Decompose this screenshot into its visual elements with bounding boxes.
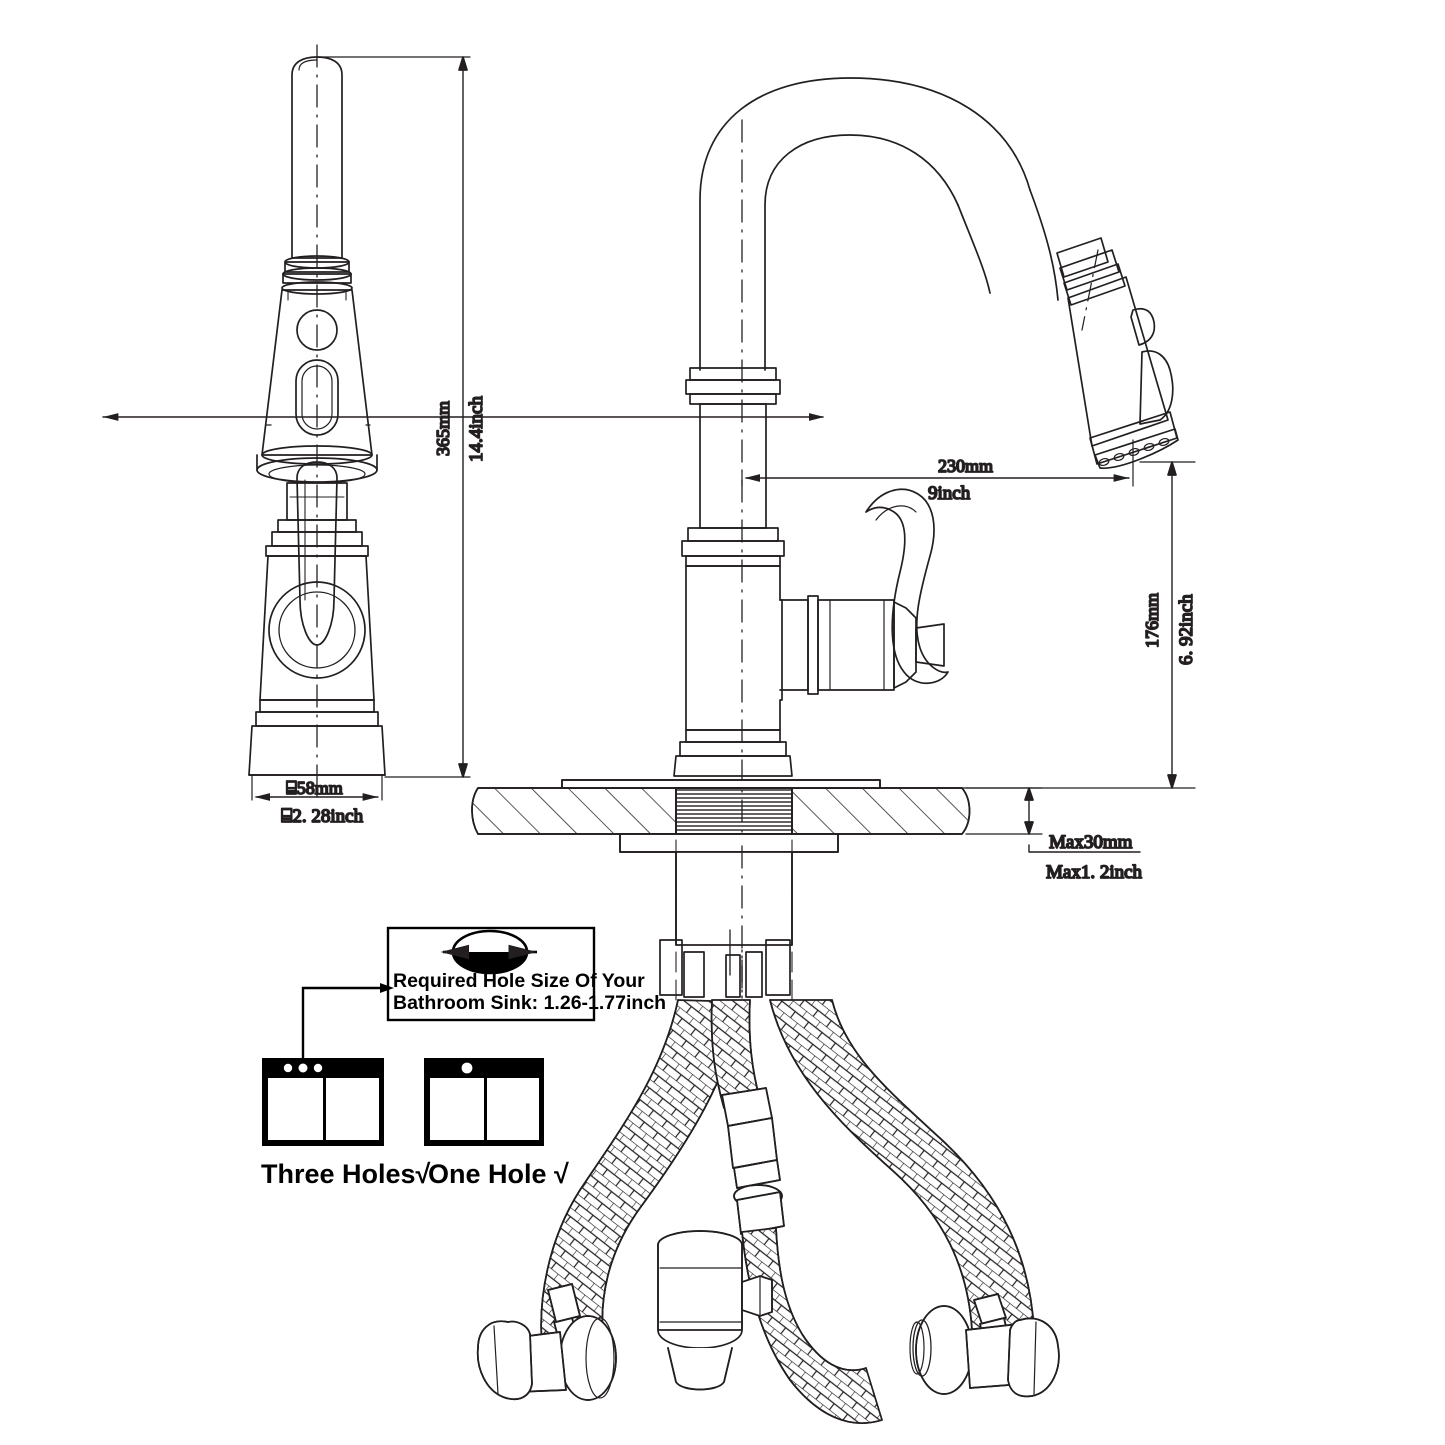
- dim-overall-height: 365mm 14.4inch: [102, 56, 825, 778]
- one-hole-label: One Hole √: [428, 1159, 569, 1189]
- dim-spout-reach: 230mm 9inch: [741, 439, 1134, 505]
- quick-connect-coupling: [721, 1087, 785, 1235]
- angle-stop-valve-left: [476, 1283, 617, 1401]
- dim-height-inch: 14.4inch: [466, 396, 487, 462]
- sink-hole-ellipse-icon: [440, 929, 537, 975]
- dim-spout-height: 176mm 6. 92inch: [961, 461, 1198, 789]
- dim-reach-mm: 230mm: [938, 456, 993, 476]
- dim-deck-thickness: Max30mm Max1. 2inch: [965, 787, 1143, 884]
- hose-weight: [657, 1230, 773, 1391]
- callout-line-2: Bathroom Sink: 1.26-1.77inch: [393, 992, 666, 1014]
- dim-deck-mm: Max30mm: [1049, 832, 1133, 853]
- countertop-section: [471, 779, 971, 1011]
- dim-height-mm: 365mm: [433, 401, 453, 456]
- spray-head: [1056, 237, 1179, 469]
- three-holes-label: Three Holes√: [261, 1159, 431, 1189]
- dim-diameter-inch: ⌸2. 28inch: [281, 806, 364, 827]
- hose-assembly: [540, 929, 1035, 1424]
- hole-size-callout: Required Hole Size Of Your Bathroom Sink…: [301, 926, 666, 1060]
- dim-reach-inch: 9inch: [928, 483, 971, 504]
- angle-stop-valve-right: [909, 1293, 1060, 1398]
- hole-option-one[interactable]: One Hole √: [424, 1058, 569, 1189]
- dim-spout-height-inch: 6. 92inch: [1176, 594, 1197, 665]
- dim-spout-height-mm: 176mm: [1142, 593, 1162, 648]
- callout-line-1: Required Hole Size Of Your: [393, 970, 645, 992]
- hole-option-three[interactable]: Three Holes√: [261, 1058, 431, 1189]
- left-elevation-view: [248, 44, 386, 801]
- dim-base-diameter: ⌸58mm ⌸2. 28inch: [251, 774, 383, 828]
- dim-deck-inch: Max1. 2inch: [1046, 862, 1143, 883]
- dim-diameter-mm: ⌸58mm: [286, 778, 343, 798]
